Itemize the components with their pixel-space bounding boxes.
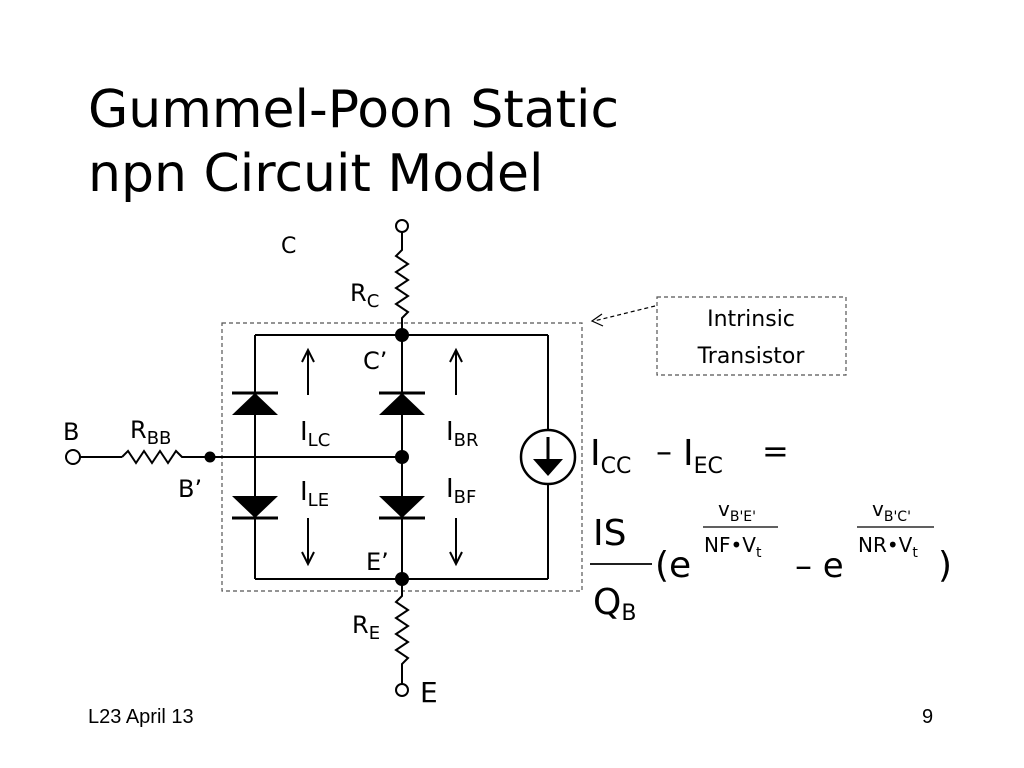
label-ile: ILE bbox=[300, 477, 329, 511]
arrow-up-ilc-icon bbox=[301, 347, 315, 395]
label-collector: C bbox=[281, 234, 296, 259]
node-c-prime-dot bbox=[395, 328, 409, 342]
label-ibf: IBF bbox=[446, 474, 476, 508]
diode-br bbox=[379, 391, 425, 415]
label-ibr: IBR bbox=[446, 417, 479, 451]
node-b-internal-dot bbox=[395, 450, 409, 464]
page-number: 9 bbox=[922, 706, 934, 728]
label-rbb: RBB bbox=[130, 416, 171, 449]
eq-equals: = bbox=[762, 432, 789, 470]
re-resistor bbox=[394, 579, 410, 684]
eq-close-paren: ) bbox=[938, 545, 952, 586]
eq-iec: IEC bbox=[683, 433, 723, 479]
diode-lc bbox=[232, 391, 278, 415]
eq-exp2-den: NR•Vt bbox=[858, 533, 918, 561]
node-b-prime-dot bbox=[204, 451, 216, 463]
label-ilc: ILC bbox=[300, 417, 330, 451]
title-line-2: npn Circuit Model bbox=[88, 144, 544, 204]
arrow-up-ibr-icon bbox=[449, 347, 463, 395]
title-line-1: Gummel-Poon Static bbox=[88, 80, 620, 140]
arrow-down-ile-icon bbox=[301, 518, 315, 567]
eq-open-paren: (e bbox=[655, 545, 691, 586]
diode-bf bbox=[379, 496, 425, 520]
label-e-prime: E’ bbox=[366, 548, 389, 576]
label-base: B bbox=[63, 418, 79, 446]
emitter-terminal[interactable] bbox=[395, 683, 409, 697]
slide-title: Gummel-Poon Static npn Circuit Model bbox=[88, 78, 619, 206]
callout-line-1: Intrinsic bbox=[707, 307, 795, 332]
label-b-prime: B’ bbox=[178, 475, 202, 503]
label-re: RE bbox=[352, 611, 380, 644]
callout-pointer bbox=[593, 305, 656, 322]
eq-is: IS bbox=[593, 513, 626, 554]
label-emitter: E bbox=[420, 676, 438, 709]
node-e-prime-dot bbox=[395, 572, 409, 586]
current-source-icon bbox=[519, 428, 577, 486]
collector-terminal[interactable] bbox=[395, 219, 409, 233]
eq-exp1-den: NF•Vt bbox=[704, 533, 762, 561]
rbb-resistor bbox=[121, 449, 210, 465]
eq-exp1-num: vB'E' bbox=[718, 497, 756, 525]
footer-date: L23 April 13 bbox=[88, 706, 194, 728]
eq-minus-2: – e bbox=[795, 546, 844, 586]
diode-le bbox=[232, 496, 278, 520]
base-terminal[interactable] bbox=[65, 449, 81, 465]
callout-box bbox=[656, 296, 847, 376]
eq-exp2-num: vB'C' bbox=[872, 497, 911, 525]
eq-minus-1: – bbox=[656, 432, 672, 470]
callout-line-2: Transistor bbox=[697, 344, 806, 369]
gummel-poon-equation: ICC – IEC = IS QB (e vB'E' NF•Vt – e vB'… bbox=[590, 432, 952, 626]
label-c-prime: C’ bbox=[363, 347, 387, 375]
eq-icc: ICC bbox=[590, 433, 631, 479]
rc-resistor bbox=[394, 232, 410, 335]
callout-arrowhead bbox=[590, 313, 604, 327]
label-rc: RC bbox=[350, 279, 379, 312]
eq-qb: QB bbox=[593, 582, 636, 626]
arrow-down-ibf-icon bbox=[449, 518, 463, 567]
